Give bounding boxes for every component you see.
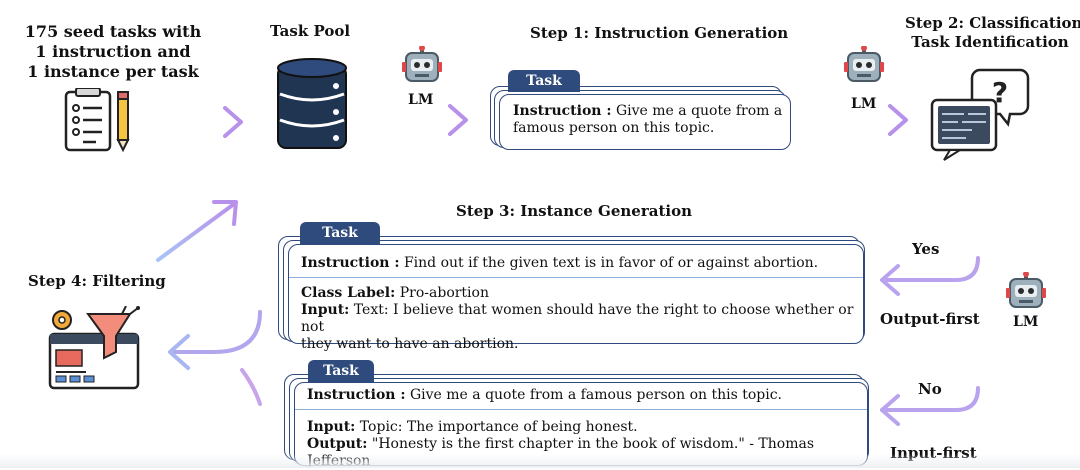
- step3-task-tab-1: Task: [300, 222, 380, 244]
- lm-label-step2: LM: [851, 96, 877, 112]
- step2-label: Step 2: Classification Task Identificati…: [905, 14, 1080, 52]
- question-screen-icon: ?: [930, 68, 1030, 161]
- lm-label-step1: LM: [408, 92, 434, 108]
- card1-instruction-line2: famous person on this topic.: [513, 120, 715, 136]
- card2-input-line1: Text: I believe that women should have t…: [301, 302, 854, 335]
- card3-front: Instruction : Give me a quote from a fam…: [294, 382, 868, 469]
- card1-instruction-line1: Give me a quote from a: [615, 103, 783, 119]
- branch-yes-label: Yes: [912, 240, 940, 258]
- checklist-pencil-icon: [64, 88, 130, 153]
- seed-line-3: 1 instance per task: [27, 62, 199, 81]
- step3-task-tab-2: Task: [308, 360, 374, 382]
- task-pool-label: Task Pool: [269, 22, 351, 40]
- card2-input-line2: they want to have an abortion.: [301, 336, 519, 352]
- arrow-seed-to-pool: [155, 106, 243, 138]
- robot-icon: [844, 46, 884, 82]
- step4-label: Step 4: Filtering: [28, 272, 166, 290]
- step1-task-tab: Task: [508, 70, 580, 92]
- step1-label: Step 1: Instruction Generation: [530, 24, 789, 42]
- branch-output-first-label: Output-first: [880, 310, 980, 328]
- branch-connector: [880, 168, 980, 426]
- lm-label-step3: LM: [1013, 314, 1039, 330]
- card3-output-key: Output:: [307, 436, 368, 452]
- filter-dashboard-icon: [48, 306, 140, 390]
- step1-card-front: Instruction : Give me a quote from a fam…: [499, 94, 791, 150]
- card3-input-key: Input:: [307, 419, 356, 435]
- card2-class-label-value: Pro-abortion: [399, 285, 489, 301]
- step2-label-line1: Step 2: Classification: [905, 14, 1080, 32]
- step3-label: Step 3: Instance Generation: [456, 202, 692, 220]
- arrow-step1-to-step2: [818, 104, 908, 136]
- card3-input-value: Topic: The importance of being honest.: [359, 419, 638, 435]
- seed-tasks-label: 175 seed tasks with 1 instruction and 1 …: [18, 22, 208, 82]
- card2-instruction-key: Instruction :: [301, 255, 400, 271]
- svg-text:?: ?: [992, 76, 1008, 109]
- robot-icon: [402, 46, 442, 82]
- card2-class-label-key: Class Label:: [301, 285, 396, 301]
- robot-icon: [1006, 272, 1046, 308]
- arrow-cards-to-filter: [168, 310, 262, 406]
- card2-instruction-value: Find out if the given text is in favor o…: [403, 255, 819, 271]
- arrow-pool-to-step1: [380, 104, 468, 136]
- bottom-fade: [0, 454, 1080, 468]
- card2-input-key: Input:: [301, 302, 350, 318]
- database-icon: [277, 58, 347, 149]
- branch-no-label: No: [918, 380, 942, 398]
- card3-instruction-value: Give me a quote from a famous person on …: [409, 387, 782, 403]
- card3-instruction-key: Instruction :: [307, 387, 406, 403]
- arrow-filter-to-pool: [156, 200, 238, 262]
- step2-label-line2: Task Identification: [911, 33, 1069, 51]
- card1-instruction-key: Instruction :: [513, 103, 612, 119]
- seed-line-1: 175 seed tasks with: [24, 22, 202, 41]
- card2-front: Instruction : Find out if the given text…: [288, 244, 864, 352]
- seed-line-2: 1 instruction and: [35, 42, 191, 61]
